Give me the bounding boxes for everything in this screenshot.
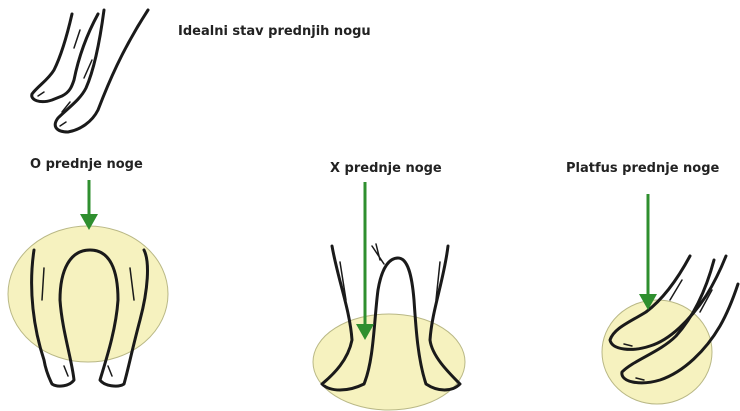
highlight-ellipse bbox=[313, 314, 465, 410]
highlight-ellipse bbox=[602, 300, 712, 404]
ideal-stance-illustration bbox=[32, 10, 148, 132]
flat-feet-arrow bbox=[639, 194, 657, 310]
flat-feet-illustration bbox=[602, 256, 738, 404]
o-legs-illustration bbox=[8, 226, 168, 386]
caption-o-legs: O prednje noge bbox=[30, 157, 143, 172]
x-legs-illustration bbox=[313, 244, 465, 410]
caption-x-legs: X prednje noge bbox=[330, 161, 442, 176]
caption-ideal-stance: Idealni stav prednjih nogu bbox=[178, 24, 371, 39]
caption-flat-feet: Platfus prednje noge bbox=[566, 161, 719, 176]
o-legs-arrow bbox=[80, 180, 98, 230]
